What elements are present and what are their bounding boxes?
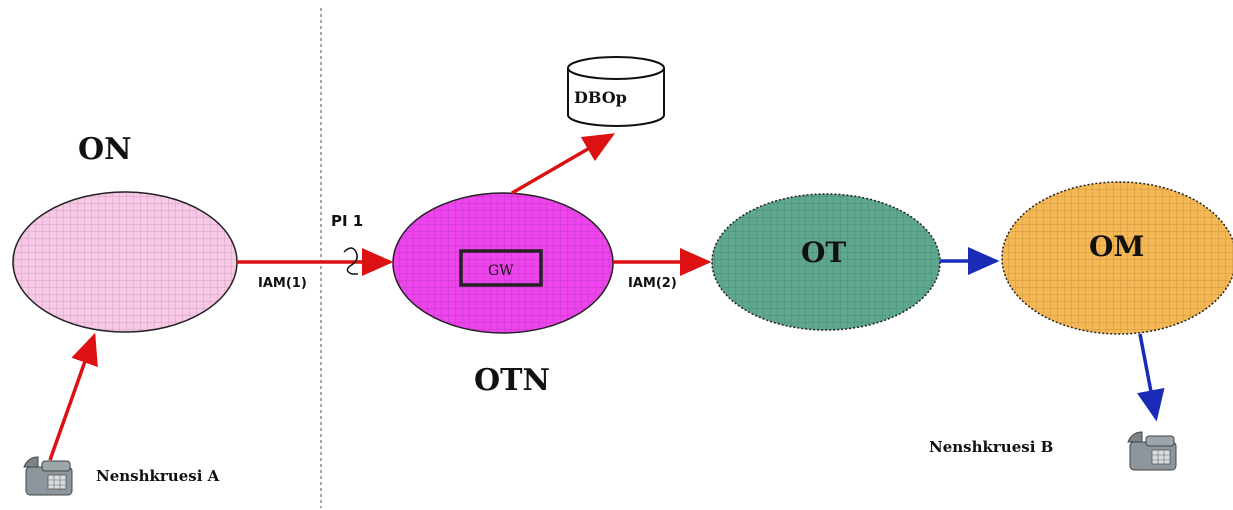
link-label-pi: PI 1 [331,212,363,230]
gateway-box [459,249,543,287]
node-om-label: OM [1089,230,1144,263]
subscriber-a-label: Nenshkruesi A [96,467,220,485]
arrow-subscriber-a-to-on [48,332,98,461]
node-om [1001,181,1233,335]
database-label: DBOp [574,88,627,107]
gateway-label: GW [488,263,514,279]
pi-squiggle [343,247,358,275]
telephone-icon [1127,431,1177,471]
node-otn-label: OTN [474,363,550,398]
database-icon [567,56,665,127]
node-on-label: ON [78,132,132,167]
subscriber-b-label: Nenshkruesi B [929,438,1053,456]
node-on [12,191,238,333]
arrow-otn-to-dbop [511,133,616,195]
node-ot-label: OT [801,236,846,269]
arrow-om-to-subscriber-b [1137,333,1165,422]
link-label-iam2: IAM(2) [628,276,677,291]
telephone-icon [23,456,73,496]
link-label-iam1: IAM(1) [258,276,307,291]
